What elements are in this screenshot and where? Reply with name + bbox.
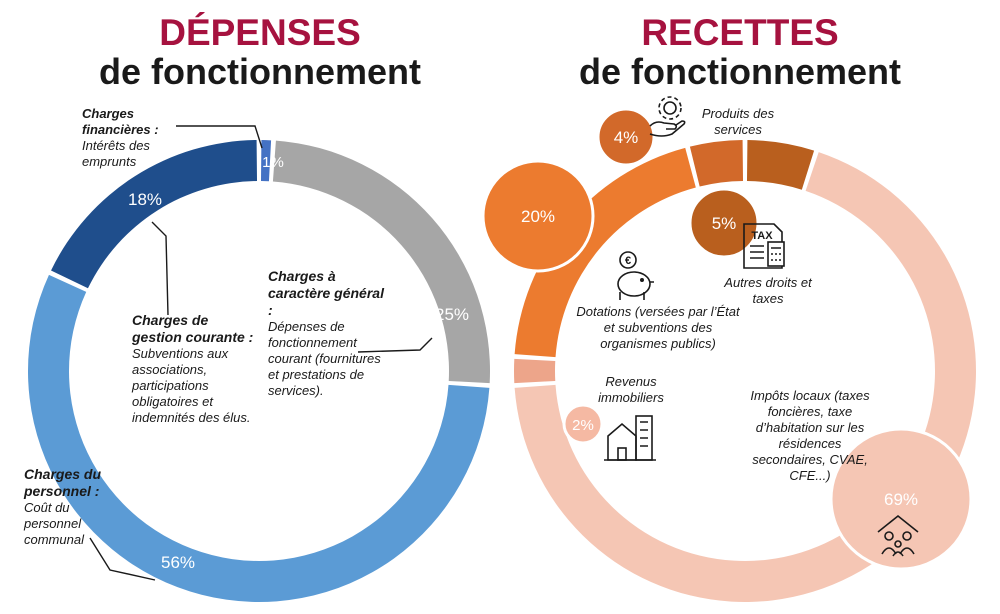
expenses-subtitle: de fonctionnement xyxy=(99,51,421,92)
label-produits: 4% xyxy=(614,128,639,147)
segment-autres-droits-et-taxes xyxy=(746,140,815,190)
revenue-donut xyxy=(514,140,976,603)
label-autres: 5% xyxy=(712,214,737,233)
expenses-title: DÉPENSES xyxy=(159,12,361,53)
annotation-personnel-heading: Charges du personnel : xyxy=(24,466,102,499)
building-icon xyxy=(604,415,656,461)
label-dotations: 20% xyxy=(521,207,555,226)
bubble-produits xyxy=(596,107,656,167)
label-financieres: 1% xyxy=(262,154,284,171)
tax-calculator-icon: TAX xyxy=(743,223,785,269)
annotation-general-text: Dépenses de fonctionnement courant (four… xyxy=(268,319,381,398)
label-gestion: 18% xyxy=(128,190,162,209)
annotation-personnel-text: Coût du personnel communal xyxy=(24,500,84,547)
annotation-financieres-text: Intérêts des emprunts xyxy=(82,138,150,169)
leader-gestion xyxy=(151,221,169,316)
bubble-autres xyxy=(688,187,760,259)
segment-charges-du-personnel xyxy=(27,274,490,603)
segment-produits-des-services xyxy=(689,140,744,187)
label-impots: 69% xyxy=(884,490,918,509)
annotation-produits: Produits des services xyxy=(701,106,775,137)
annotation-general-heading: Charges à caractère général : xyxy=(268,268,384,318)
segment-charges-à-caractère-général xyxy=(272,140,490,384)
label-general: 25% xyxy=(435,305,469,324)
tax-text: TAX xyxy=(751,230,773,242)
revenue-subtitle: de fonctionnement xyxy=(579,51,901,92)
annotation-autres: Autres droits et taxes xyxy=(724,275,812,306)
revenue-bubbles xyxy=(481,107,973,571)
annotation-gestion-heading: Charges de gestion courante : xyxy=(132,312,254,345)
family-house-icon xyxy=(877,514,919,557)
annotation-gestion: Charges de gestion courante : Subvention… xyxy=(132,312,257,426)
bubble-revenus xyxy=(562,403,604,445)
segment-revenus-immobiliers xyxy=(514,358,556,384)
leader-personnel xyxy=(89,537,156,581)
annotation-personnel: Charges du personnel : Coût du personnel… xyxy=(24,466,114,548)
bubble-impots xyxy=(829,427,973,571)
annotation-gestion-text: Subventions aux associations, participat… xyxy=(132,346,251,425)
revenue-title: RECETTES xyxy=(641,12,839,53)
annotation-revenus: Revenus immobiliers xyxy=(598,374,664,405)
svg-text:€: € xyxy=(625,255,631,267)
annotation-financieres-heading: Charges financières : xyxy=(82,106,159,137)
label-revenus: 2% xyxy=(572,417,594,434)
annotation-financieres: Charges financières : Intérêts des empru… xyxy=(82,106,182,170)
piggy-bank-icon: € xyxy=(617,251,654,300)
annotation-dotations: Dotations (versées par l’État et subvent… xyxy=(576,304,740,351)
bubble-dotations xyxy=(481,159,595,273)
gear-hand-icon xyxy=(649,96,686,137)
label-personnel: 56% xyxy=(161,553,195,572)
segment-charges-de-gestion-courante xyxy=(51,140,258,289)
segment-dotations xyxy=(514,147,696,358)
expenses-donut xyxy=(27,140,490,603)
leader-financieres xyxy=(176,125,263,149)
annotation-general: Charges à caractère général : Dépenses d… xyxy=(268,268,386,399)
segment-charges-financières xyxy=(260,140,272,182)
annotation-impots: Impôts locaux (taxes foncières, taxe d’h… xyxy=(750,388,870,483)
leader-general xyxy=(357,337,433,353)
